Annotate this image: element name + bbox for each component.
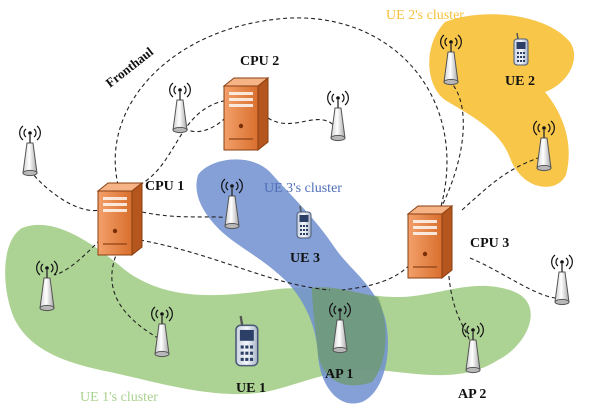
cpu1-server-icon [97, 182, 143, 256]
ap-icon [18, 125, 42, 177]
ap-icon [550, 254, 574, 306]
ue3-label: UE 3 [290, 251, 320, 266]
ue1-cluster-label: UE 1's cluster [80, 390, 158, 405]
ue2-cluster-region [429, 14, 575, 187]
ue2-cluster-label: UE 2's cluster [386, 8, 464, 23]
ue1-label: UE 1 [236, 381, 266, 396]
ue2-label: UE 2 [505, 74, 535, 89]
ue1-cluster-region [5, 224, 531, 395]
cpu3-label: CPU 3 [470, 236, 509, 251]
ap2-label: AP 2 [458, 387, 486, 402]
cpu1-label: CPU 1 [145, 179, 184, 194]
ap-icon [326, 90, 350, 142]
cpu3-server-icon [407, 205, 453, 279]
fronthaul-label: Fronthaul [103, 44, 157, 91]
ue3-cluster-label: UE 3's cluster [264, 181, 342, 196]
ap1-label: AP 1 [325, 367, 353, 382]
cpu2-server-icon [223, 77, 269, 151]
cpu2-label: CPU 2 [240, 54, 279, 69]
